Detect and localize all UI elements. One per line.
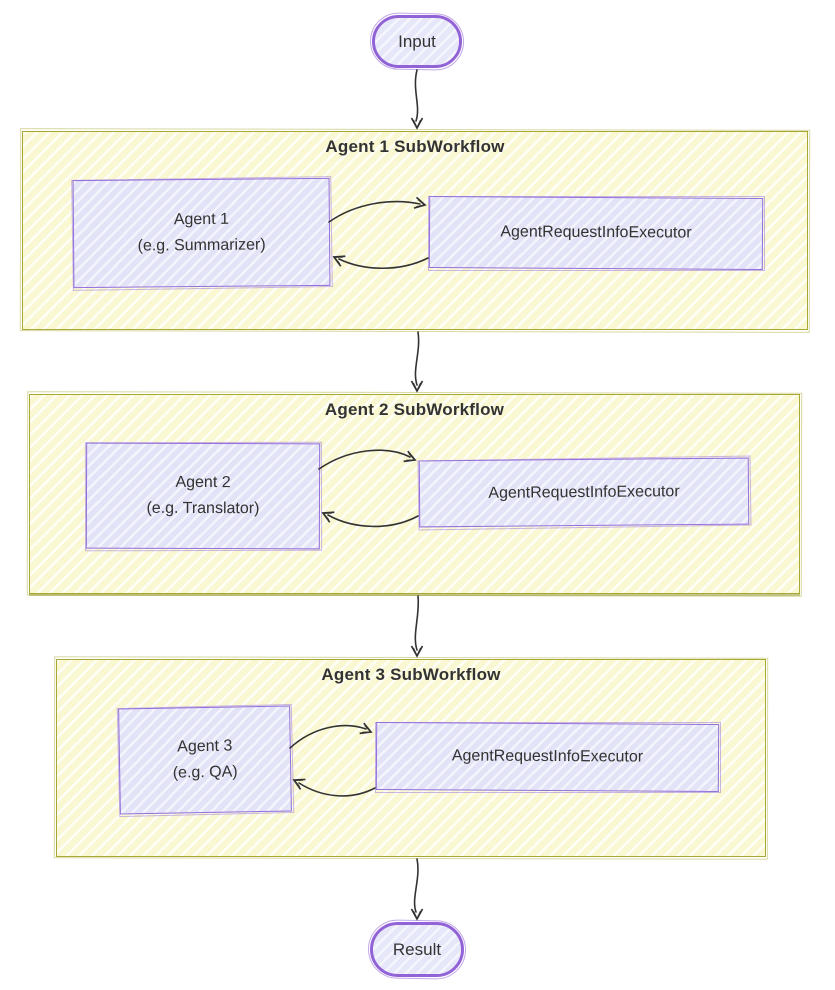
edge-subworkflow-2-to-3 — [414, 595, 420, 651]
node-agent-3: Agent 3 (e.g. QA) — [118, 705, 292, 815]
arrowhead-down-2 — [410, 380, 424, 393]
node-executor-1: AgentRequestInfoExecutor — [428, 195, 764, 271]
node-agent-1-label-line2: (e.g. Summarizer) — [137, 236, 266, 255]
node-agent-2: Agent 2 (e.g. Translator) — [85, 442, 321, 550]
arrowhead-down-4 — [410, 908, 424, 921]
node-executor-3: AgentRequestInfoExecutor — [375, 721, 720, 793]
subworkflow-1-title: Agent 1 SubWorkflow — [325, 137, 505, 156]
node-result-label: Result — [392, 939, 442, 959]
node-agent-1-label-line1: Agent 1 — [173, 210, 230, 229]
node-agent-2-label-line2: (e.g. Translator) — [146, 499, 260, 518]
node-input-label: Input — [398, 31, 436, 51]
subworkflow-3-title: Agent 3 SubWorkflow — [321, 665, 501, 684]
node-agent-3-label-line1: Agent 3 — [177, 737, 233, 756]
node-agent-2-label-line1: Agent 2 — [175, 473, 231, 492]
node-executor-2-label: AgentRequestInfoExecutor — [488, 482, 680, 502]
node-agent-3-label-line2: (e.g. QA) — [172, 763, 238, 782]
edge-subworkflow-1-to-2 — [414, 331, 420, 386]
subworkflow-3-container: Agent 3 SubWorkflow Agent 3 (e.g. QA) Ag… — [56, 659, 766, 857]
edge-input-to-subworkflow-1 — [414, 69, 419, 122]
node-agent-1: Agent 1 (e.g. Summarizer) — [72, 177, 331, 289]
subworkflow-1-container: Agent 1 SubWorkflow Agent 1 (e.g. Summar… — [22, 131, 808, 330]
node-executor-3-label: AgentRequestInfoExecutor — [451, 747, 644, 766]
node-input: Input — [372, 15, 462, 68]
arrowhead-down-1 — [410, 117, 424, 130]
node-executor-2: AgentRequestInfoExecutor — [418, 457, 750, 528]
arrowhead-down-3 — [410, 645, 424, 658]
subworkflow-2-title: Agent 2 SubWorkflow — [324, 400, 505, 419]
edge-subworkflow-3-to-result — [413, 858, 419, 913]
node-executor-1-label: AgentRequestInfoExecutor — [500, 223, 692, 242]
subworkflow-2-container: Agent 2 SubWorkflow Agent 2 (e.g. Transl… — [29, 394, 800, 594]
node-result: Result — [370, 922, 464, 977]
